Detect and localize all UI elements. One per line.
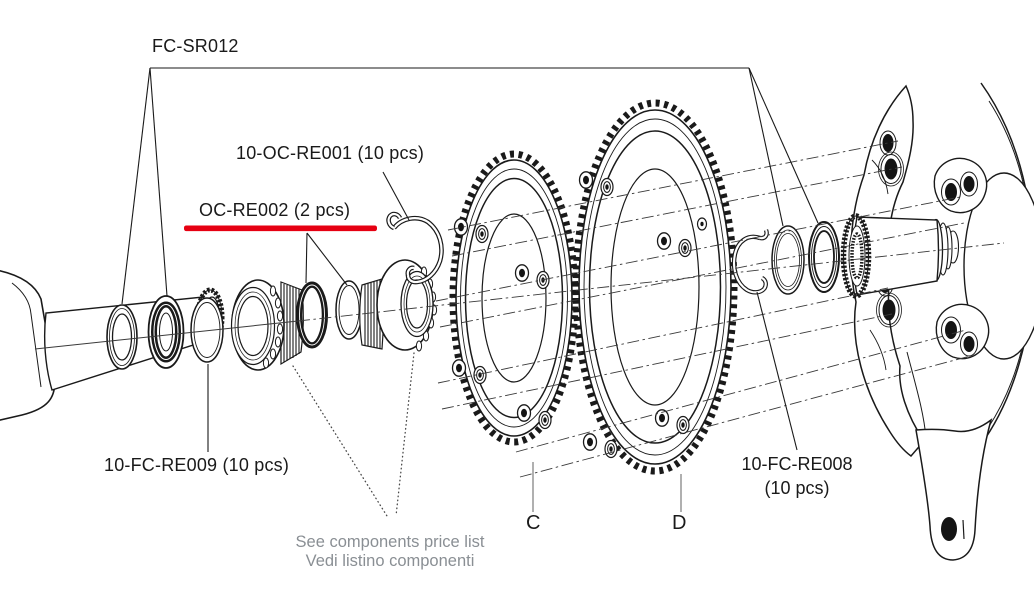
dotted-leader-cup-right — [395, 352, 415, 517]
leader-fc-sr012-right1 — [748, 67, 784, 227]
wave-washer-left — [190, 297, 224, 363]
bolt — [654, 409, 690, 435]
leader-fc-sr012-left2 — [149, 67, 168, 297]
bolt — [516, 404, 552, 430]
callout-oc-re002: OC-RE002 (2 pcs) — [199, 200, 351, 220]
bolt — [453, 218, 489, 244]
bolt — [578, 171, 614, 197]
red-underline — [184, 225, 377, 232]
leader-oc-re002-a — [305, 232, 308, 284]
bolt — [451, 359, 487, 385]
leader-oc-re001 — [382, 171, 410, 221]
label-chainring-c: C — [526, 512, 541, 534]
price-list-note: See components price list Vedi listino c… — [262, 533, 518, 571]
price-list-note-en: See components price list — [295, 533, 485, 551]
bolt — [656, 232, 692, 258]
leader-fc-sr012-right2 — [748, 67, 819, 224]
leader-oc-re002-b — [306, 232, 348, 286]
o-ring-seal — [296, 281, 328, 349]
axle-spindle — [840, 213, 960, 299]
chainring-c — [449, 150, 579, 446]
seal-ring-right — [808, 221, 840, 293]
leader-fc-re008 — [756, 291, 798, 451]
callout-fc-re008-line1: 10-FC-RE008 — [741, 454, 853, 474]
circlip-right — [731, 229, 769, 295]
wave-washer-right — [771, 225, 805, 295]
leader-fc-sr012-left1 — [121, 67, 151, 305]
callout-fc-re008: 10-FC-RE008 (10 pcs) — [712, 452, 882, 500]
leader-lines — [121, 67, 819, 517]
callout-fc-sr012: FC-SR012 — [152, 36, 239, 56]
label-chainring-d: D — [672, 512, 687, 534]
retaining-clip — [386, 211, 444, 285]
chainring-bolts — [451, 171, 692, 459]
callout-fc-re009: 10-FC-RE009 (10 pcs) — [104, 455, 290, 475]
callout-oc-re001: 10-OC-RE001 (10 pcs) — [236, 143, 425, 163]
pedal-hole — [941, 517, 957, 541]
callout-fc-re008-line2: (10 pcs) — [764, 478, 830, 498]
washer-left — [106, 304, 138, 370]
bolt — [582, 433, 618, 459]
right-crank-arm — [906, 351, 993, 561]
bearing-ring — [147, 295, 185, 369]
dotted-leader-cup-left — [292, 365, 388, 517]
chainring-pin — [696, 217, 708, 231]
bearing-cup-right — [359, 259, 438, 352]
chainring-d — [572, 99, 738, 475]
spacer-washer — [335, 280, 363, 340]
cup-left-ribs — [262, 285, 284, 369]
bearing-cup-left — [230, 279, 304, 371]
price-list-note-it: Vedi listino componenti — [305, 552, 475, 570]
axis-lines — [34, 140, 1005, 478]
